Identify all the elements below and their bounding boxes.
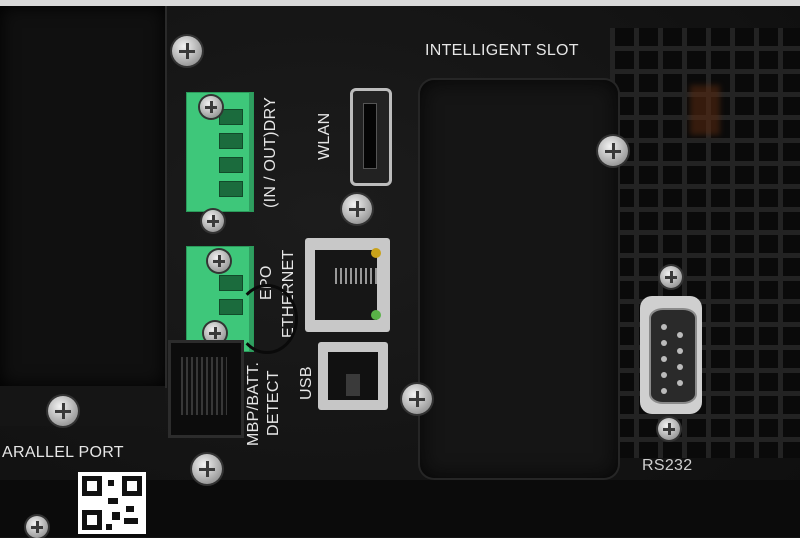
usb-port-tongue	[346, 374, 360, 396]
panel-screw-icon	[26, 516, 48, 538]
qr-module	[108, 498, 118, 504]
qr-module	[126, 506, 134, 512]
terminal-slot	[219, 133, 243, 149]
terminal-slot	[219, 275, 243, 291]
terminal-screw-icon	[202, 210, 224, 232]
epo-jumper-wire	[236, 284, 298, 354]
rs232-pin	[677, 380, 683, 386]
ethernet-port-icon[interactable]	[305, 238, 390, 332]
detect-label: DETECT	[265, 370, 282, 436]
ethernet-port-opening	[315, 250, 377, 320]
parallel-slot-cover	[0, 6, 167, 388]
terminal-slot	[219, 109, 243, 125]
rs232-connector-body	[649, 308, 697, 404]
rs232-pin	[661, 324, 667, 330]
usb-port-opening	[328, 352, 378, 400]
wlan-port-opening	[363, 103, 377, 169]
slot-cover-screw-icon[interactable]	[402, 384, 432, 414]
qr-finder-inner	[127, 481, 137, 491]
rs232-label: RS232	[642, 457, 693, 474]
qr-finder-inner	[87, 515, 97, 525]
intelligent-slot-label: INTELLIGENT SLOT	[425, 42, 579, 59]
panel-screw-icon[interactable]	[192, 454, 222, 484]
terminal-slot	[219, 157, 243, 173]
parallel-port-label: ARALLEL PORT	[2, 444, 124, 461]
qr-module	[112, 512, 120, 520]
ethernet-activity-led	[371, 310, 381, 320]
ethernet-link-led	[371, 248, 381, 258]
qr-module	[124, 518, 138, 524]
qr-code-icon	[78, 472, 146, 534]
wlan-label: WLAN	[316, 112, 333, 160]
wlan-port-icon[interactable]	[350, 88, 392, 186]
chassis-top-edge	[0, 0, 800, 6]
grill-interior-glow	[690, 85, 720, 135]
rs232-port-icon[interactable]	[640, 296, 702, 414]
qr-finder-inner	[87, 481, 97, 491]
rs232-pin	[661, 388, 667, 394]
rs232-pin	[677, 332, 683, 338]
rs232-pin	[677, 364, 683, 370]
rs232-pin	[661, 372, 667, 378]
parallel-slot-base	[0, 386, 165, 426]
slot-cover-screw-icon[interactable]	[598, 136, 628, 166]
ethernet-port-pins	[335, 268, 377, 284]
panel-screw-icon[interactable]	[342, 194, 372, 224]
qr-module	[108, 480, 114, 486]
terminal-screw-icon	[204, 322, 226, 344]
mbp-batt-label: MBP/BATT.	[245, 361, 262, 446]
dry-contact-label: (IN / OUT)DRY	[262, 96, 279, 208]
terminal-screw-icon	[208, 250, 230, 272]
usb-label: USB	[298, 366, 315, 400]
rs232-pin	[677, 348, 683, 354]
mbp-batt-detect-port[interactable]	[168, 340, 244, 438]
rj-port-pins	[181, 357, 227, 415]
panel-screw-icon[interactable]	[172, 36, 202, 66]
usb-port-icon[interactable]	[318, 342, 388, 410]
parallel-cover-screw-icon[interactable]	[48, 396, 78, 426]
rs232-standoff-screw-icon	[658, 418, 680, 440]
rs232-standoff-screw-icon	[660, 266, 682, 288]
terminal-slot	[219, 181, 243, 197]
rs232-pin	[661, 356, 667, 362]
terminal-screw-icon	[200, 96, 222, 118]
intelligent-slot-cover	[420, 80, 618, 478]
qr-module	[106, 524, 112, 530]
rs232-pin	[661, 340, 667, 346]
